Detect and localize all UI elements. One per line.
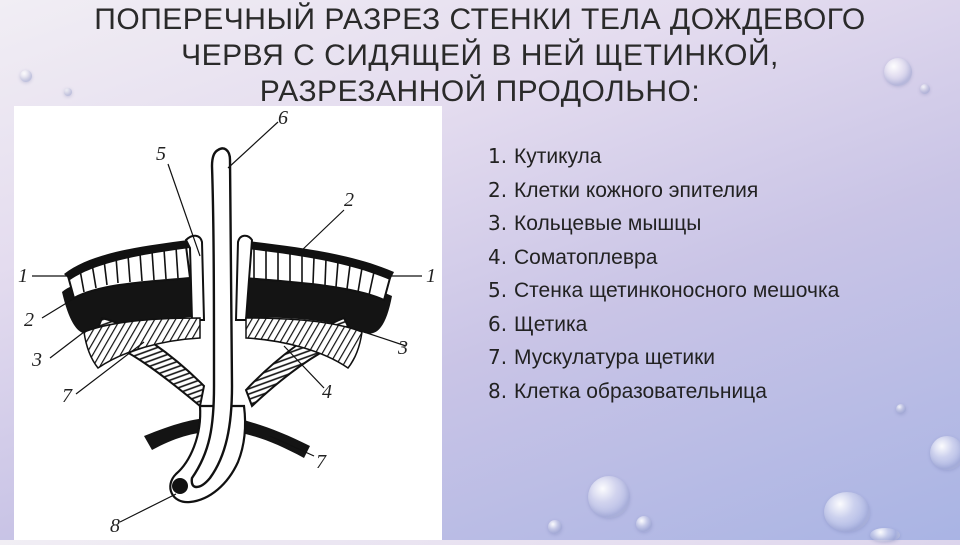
label-5: 5 <box>156 143 166 165</box>
label-4: 4 <box>322 381 332 403</box>
label-1-right: 1 <box>426 265 436 287</box>
legend-item: 3.Кольцевые мышцы <box>488 207 839 241</box>
label-3-left: 3 <box>31 349 42 371</box>
legend-item: 4.Соматоплевра <box>488 241 839 275</box>
legend-list: 1.Кутикула 2.Клетки кожного эпителия 3.К… <box>488 140 839 408</box>
label-2-top: 2 <box>344 189 354 211</box>
legend-text: Клетки кожного эпителия <box>514 179 758 202</box>
decorative-bubble <box>824 492 870 532</box>
slide-title: ПОПЕРЕЧНЫЙ РАЗРЕЗ СТЕНКИ ТЕЛА ДОЖДЕВОГО … <box>0 2 960 110</box>
earthworm-body-wall-diagram: 6 5 2 1 1 2 3 3 7 4 7 8 <box>14 106 442 540</box>
label-2-left: 2 <box>24 309 34 331</box>
legend-item: 1.Кутикула <box>488 140 839 174</box>
label-6: 6 <box>278 107 288 129</box>
legend-number: 2. <box>488 174 514 208</box>
legend-number: 8. <box>488 375 514 409</box>
formative-cell <box>172 478 188 494</box>
title-line-1: ПОПЕРЕЧНЫЙ РАЗРЕЗ СТЕНКИ ТЕЛА ДОЖДЕВОГО <box>0 2 960 38</box>
legend-item: 6.Щетика <box>488 308 839 342</box>
decorative-bubble <box>548 520 562 534</box>
label-3-right: 3 <box>397 337 408 359</box>
decorative-bubble <box>588 476 630 518</box>
legend-text: Мускулатура щетики <box>514 346 715 369</box>
diagram-svg: 6 5 2 1 1 2 3 3 7 4 7 8 <box>14 106 442 540</box>
legend-number: 5. <box>488 274 514 308</box>
label-1-left: 1 <box>18 265 28 287</box>
title-line-2: ЧЕРВЯ С СИДЯЩЕЙ В НЕЙ ЩЕТИНКОЙ, <box>0 38 960 74</box>
label-7-right: 7 <box>316 451 327 473</box>
legend-item: 5.Стенка щетинконосного мешочка <box>488 274 839 308</box>
legend-number: 6. <box>488 308 514 342</box>
legend-number: 4. <box>488 241 514 275</box>
legend-item: 8.Клетка образовательница <box>488 375 839 409</box>
legend-text: Соматоплевра <box>514 246 657 269</box>
legend-text: Стенка щетинконосного мешочка <box>514 279 839 302</box>
legend-text: Кольцевые мышцы <box>514 212 701 235</box>
legend-text: Щетика <box>514 313 587 336</box>
label-7-left: 7 <box>62 385 73 407</box>
decorative-bubble <box>896 404 906 414</box>
legend-item: 2.Клетки кожного эпителия <box>488 174 839 208</box>
label-8: 8 <box>110 515 120 537</box>
title-line-3: РАЗРЕЗАННОЙ ПРОДОЛЬНО: <box>0 74 960 110</box>
decorative-bubble <box>930 436 960 470</box>
legend-number: 7. <box>488 341 514 375</box>
legend-number: 3. <box>488 207 514 241</box>
legend-number: 1. <box>488 140 514 174</box>
legend-text: Клетка образовательница <box>514 380 767 403</box>
legend-item: 7.Мускулатура щетики <box>488 341 839 375</box>
legend-text: Кутикула <box>514 145 601 168</box>
decorative-bubble <box>636 516 652 532</box>
